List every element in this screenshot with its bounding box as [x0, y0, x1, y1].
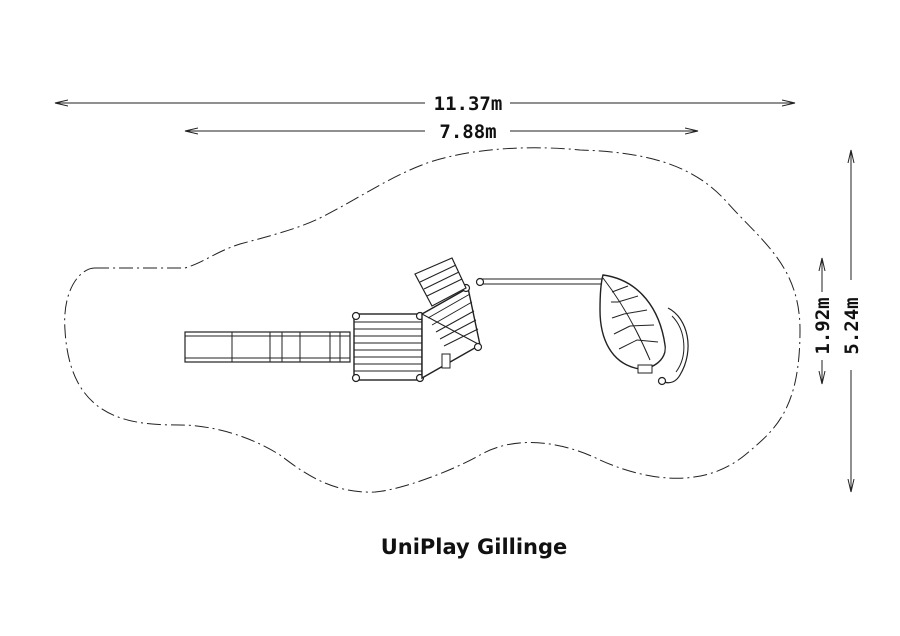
- overall-depth-label: 5.24m: [841, 297, 863, 354]
- structure-depth-label: 1.92m: [812, 297, 834, 354]
- main-platform: [351, 311, 425, 383]
- safety-zone-outline: [64, 147, 801, 493]
- ladder: [414, 257, 467, 307]
- structure-width-label: 7.88m: [439, 121, 496, 143]
- product-title: UniPlay Gillinge: [381, 535, 568, 559]
- leaf-panel: [599, 274, 666, 370]
- bridge-rail: [475, 277, 605, 287]
- angled-platform: [421, 283, 483, 380]
- round-panel: [637, 307, 689, 386]
- overall-width-label: 11.37m: [434, 93, 503, 115]
- slide: [184, 331, 351, 363]
